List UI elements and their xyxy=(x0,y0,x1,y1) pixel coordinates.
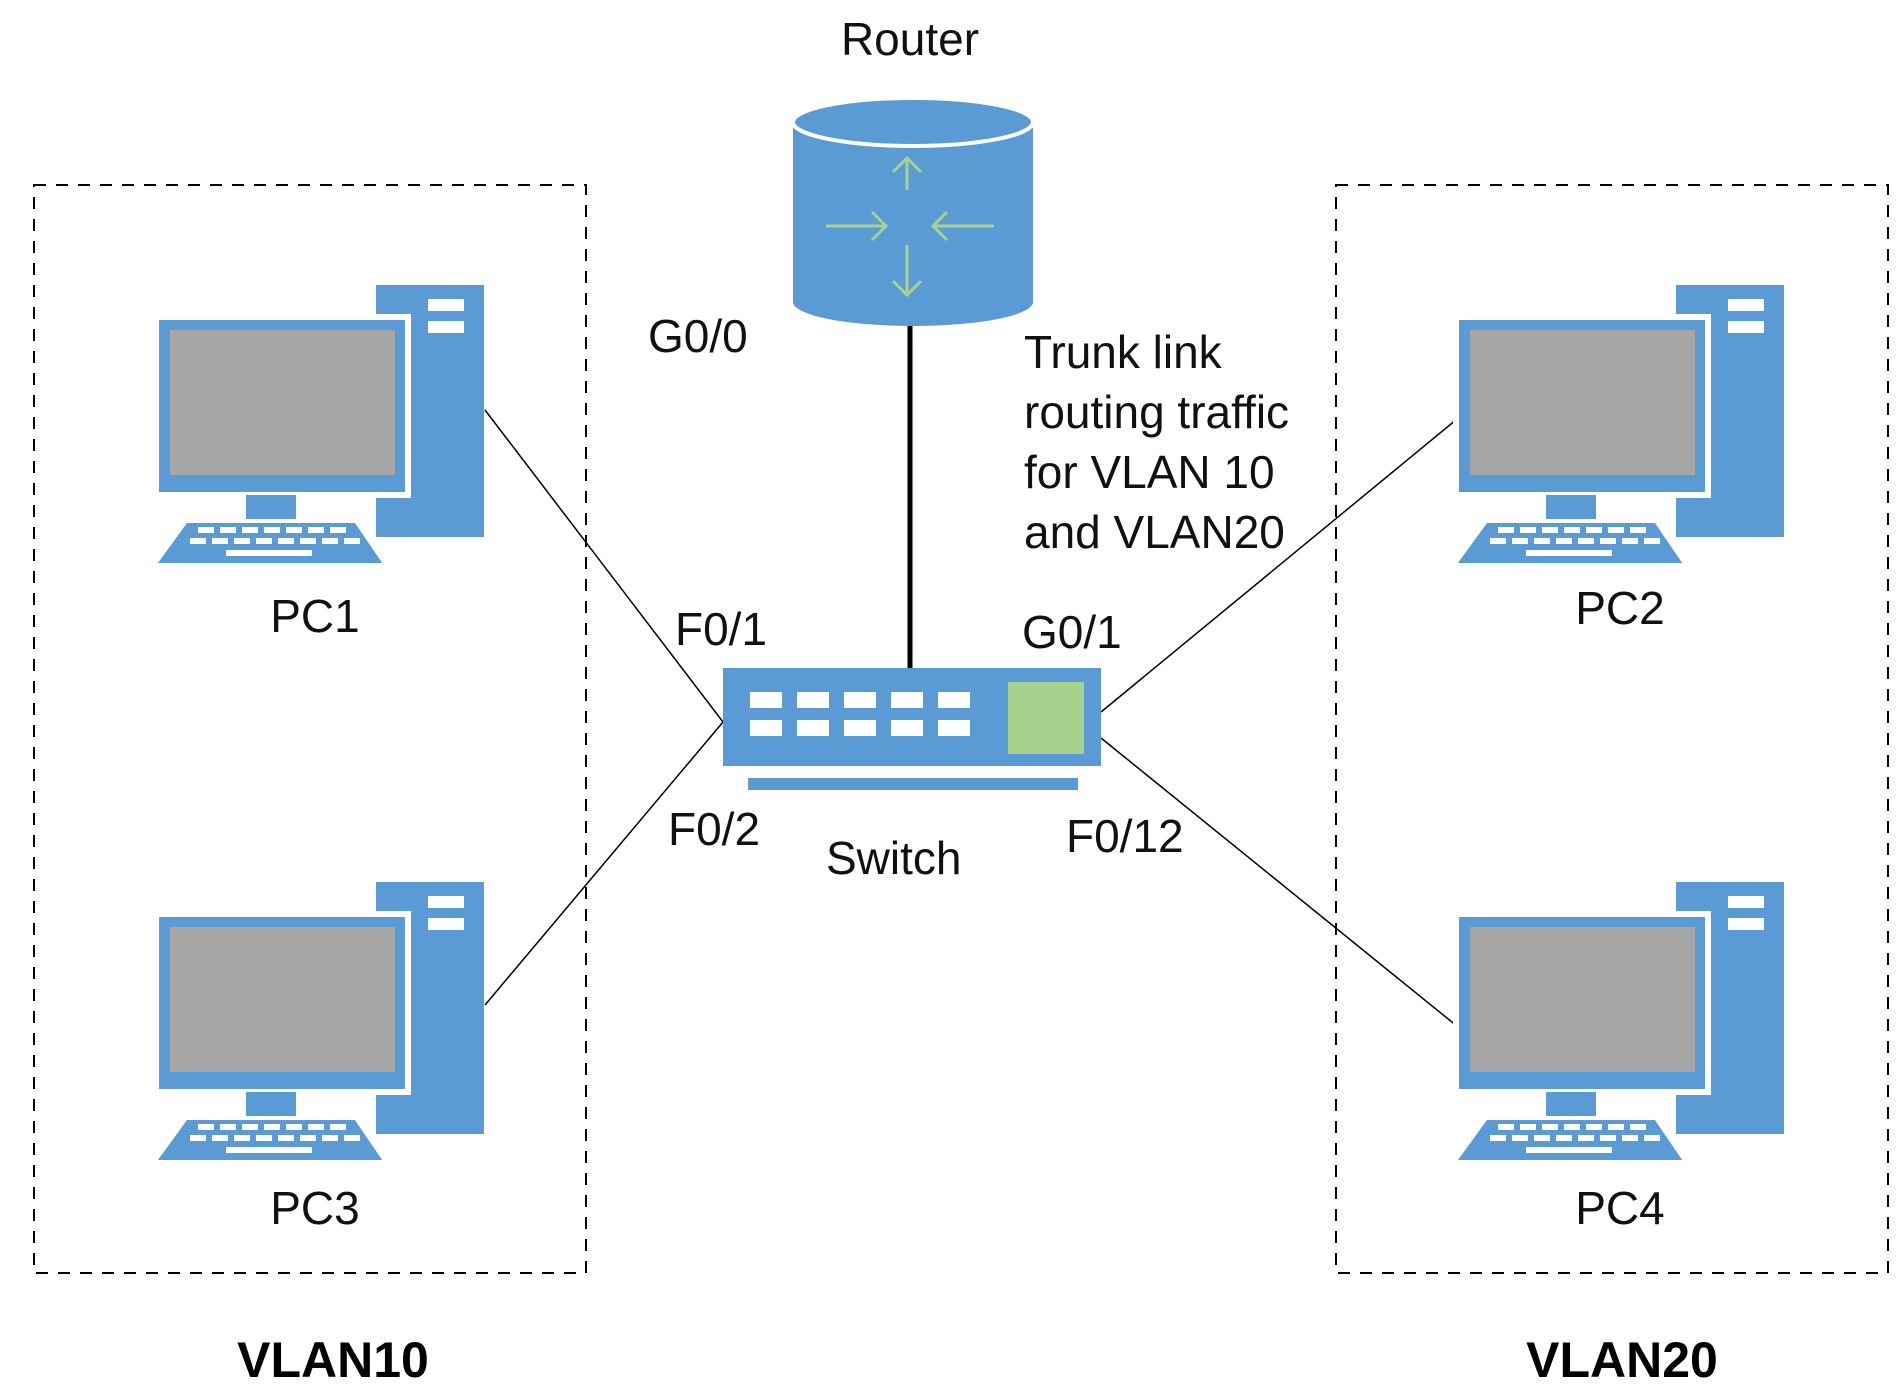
vlan10-boundary xyxy=(33,184,587,1274)
switch-port-f0-2: F0/2 xyxy=(668,803,760,855)
switch-port-f0-1: F0/1 xyxy=(675,603,767,655)
vlan10-label: VLAN10 xyxy=(237,1332,429,1388)
router-icon xyxy=(791,96,1035,326)
trunk-note-line-3: for VLAN 10 xyxy=(1024,446,1275,498)
link-pc3-switch xyxy=(484,721,724,1006)
link-pc1-switch xyxy=(484,409,724,723)
vlan20-boundary xyxy=(1335,184,1889,1274)
vlan20-label: VLAN20 xyxy=(1526,1332,1718,1388)
link-switch-pc2 xyxy=(1100,409,1469,713)
pc2-label: PC2 xyxy=(1575,582,1664,634)
switch-label: Switch xyxy=(826,832,961,884)
router-label: Router xyxy=(841,13,979,65)
link-switch-pc4 xyxy=(1100,737,1469,1036)
router-port-label: G0/0 xyxy=(648,310,748,362)
switch-icon xyxy=(723,668,1101,790)
pc3-desktop-computer-icon xyxy=(154,882,484,1162)
pc1-label: PC1 xyxy=(270,590,359,642)
pc1-desktop-computer-icon xyxy=(154,285,484,565)
switch-port-f0-12: F0/12 xyxy=(1066,810,1184,862)
pc4-desktop-computer-icon xyxy=(1454,882,1784,1162)
pc3-label: PC3 xyxy=(270,1182,359,1234)
switch-port-g0-1: G0/1 xyxy=(1022,606,1122,658)
pc2-desktop-computer-icon xyxy=(1454,285,1784,565)
trunk-note-line-2: routing traffic xyxy=(1024,386,1289,438)
trunk-note-line-4: and VLAN20 xyxy=(1024,506,1285,558)
trunk-note-line-1: Trunk link xyxy=(1024,326,1223,378)
pc4-label: PC4 xyxy=(1575,1182,1664,1234)
